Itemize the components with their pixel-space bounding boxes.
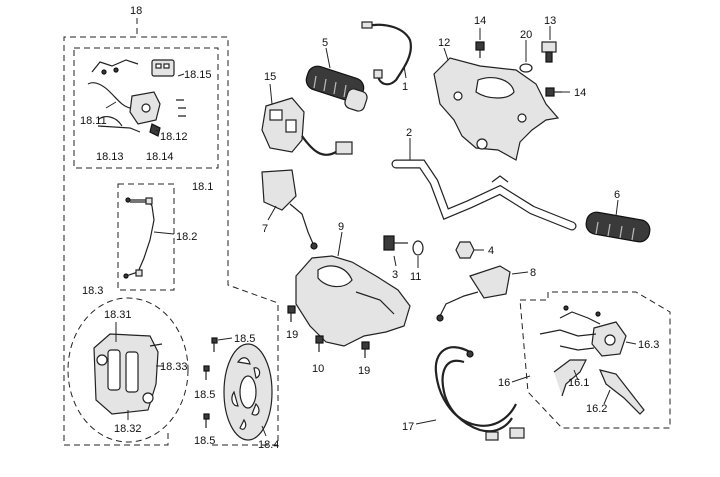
- callout-18-11: 18.11: [80, 115, 107, 127]
- bolt-3: [383, 235, 408, 251]
- callout-2: 2: [406, 127, 412, 139]
- callout-18-13: 18.13: [96, 151, 124, 163]
- rear-brake-cable: [434, 346, 525, 441]
- brake-hose: [123, 197, 155, 279]
- callout-18-2: 18.2: [176, 231, 197, 243]
- nut-4: [455, 241, 475, 259]
- group-18-outline: [63, 18, 279, 446]
- leader-8: [511, 271, 529, 275]
- callout-16-3: 16.3: [638, 339, 659, 351]
- washer-20: [519, 63, 533, 73]
- master-cylinder-parts: [87, 59, 186, 137]
- callout-18: 18: [130, 5, 142, 17]
- callout-18-32: 18.32: [114, 423, 142, 435]
- callout-10: 10: [312, 363, 324, 375]
- callout-18-14: 18.14: [146, 151, 174, 163]
- callout-6: 6: [614, 189, 620, 201]
- collar-11: [412, 240, 424, 256]
- group-18-1-box: [73, 47, 219, 169]
- leader-18-4: [261, 425, 267, 437]
- callout-15: 15: [264, 71, 276, 83]
- leader-18-15: [177, 73, 185, 77]
- handlebar-cover: [433, 57, 560, 161]
- leader-16: [511, 375, 531, 383]
- brake-caliper: [93, 333, 163, 415]
- disc-bolts: [203, 337, 218, 428]
- callout-18-5c: 18.5: [194, 435, 215, 447]
- brake-disc: [223, 343, 273, 441]
- callout-7: 7: [262, 223, 268, 235]
- callout-16: 16: [498, 377, 510, 389]
- callout-19b: 19: [358, 365, 370, 377]
- right-grip: [585, 211, 651, 243]
- callout-14a: 14: [474, 15, 486, 27]
- callout-9: 9: [338, 221, 344, 233]
- leader-1: [403, 65, 407, 79]
- callout-1: 1: [402, 81, 408, 93]
- leader-17: [415, 419, 437, 425]
- leader-16-1: [573, 369, 579, 381]
- front-handlebar-cover: [295, 255, 411, 347]
- callout-18-5b: 18.5: [194, 389, 215, 401]
- leader-16-2: [603, 389, 611, 405]
- handlebar: [391, 159, 577, 231]
- leader-9: [337, 231, 343, 257]
- callout-12: 12: [438, 37, 450, 49]
- callout-8: 8: [530, 267, 536, 279]
- callout-5: 5: [322, 37, 328, 49]
- callout-17: 17: [402, 421, 414, 433]
- leader-16-3: [625, 341, 637, 345]
- leader-12: [443, 47, 449, 61]
- callout-13: 13: [544, 15, 556, 27]
- right-mirror: [436, 265, 511, 322]
- leader-5: [325, 47, 331, 69]
- callout-18-5a: 18.5: [234, 333, 255, 345]
- callout-14b: 14: [574, 87, 586, 99]
- callout-11: 11: [410, 271, 421, 283]
- left-grip: [305, 65, 368, 112]
- leader-18-11: [105, 101, 117, 109]
- leader-18-5a: [217, 337, 233, 341]
- leader-18-12: [155, 129, 159, 132]
- callout-20: 20: [520, 29, 532, 41]
- callout-18-1: 18.1: [192, 181, 213, 193]
- leader-7: [267, 205, 277, 221]
- callout-16-1: 16.1: [568, 377, 589, 389]
- leader-15: [269, 83, 273, 105]
- callout-18-33: 18.33: [160, 361, 188, 373]
- group-18-2-box: [117, 183, 175, 291]
- callout-16-2: 16.2: [586, 403, 607, 415]
- callout-18-15: 18.15: [184, 69, 212, 81]
- cover-screws-bottom: [287, 305, 370, 358]
- group-16-outline: [519, 291, 671, 429]
- callout-18-12: 18.12: [160, 131, 188, 143]
- callout-3: 3: [392, 269, 398, 281]
- bolt-13: [541, 41, 557, 63]
- group-18-3-circle: [67, 297, 189, 443]
- leader-6: [615, 199, 619, 217]
- callout-18-3: 18.3: [82, 285, 103, 297]
- leader-18-2: [153, 231, 175, 235]
- left-mirror: [261, 169, 318, 250]
- callout-4: 4: [488, 245, 494, 257]
- throttle-cable: [361, 21, 412, 86]
- callout-18-31: 18.31: [104, 309, 132, 321]
- rear-brake-lever-assembly: [539, 305, 645, 415]
- leader-3: [393, 255, 397, 267]
- left-handlebar-switch: [261, 97, 353, 156]
- callout-19a: 19: [286, 329, 298, 341]
- callout-18-4: 18.4: [258, 439, 279, 451]
